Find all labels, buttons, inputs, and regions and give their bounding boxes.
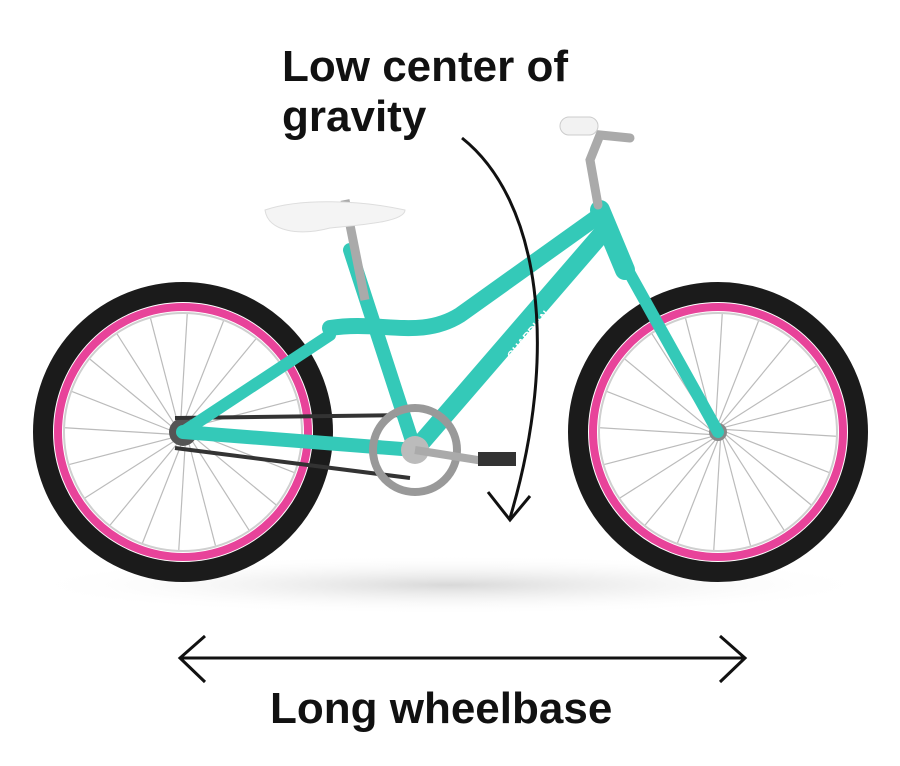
spoke xyxy=(179,314,188,425)
bike-frame xyxy=(176,200,724,459)
spoke xyxy=(65,427,176,436)
center-of-gravity-label: Low center of gravity xyxy=(282,42,569,141)
spoke xyxy=(725,434,812,506)
grip xyxy=(559,116,599,136)
spoke xyxy=(141,439,184,544)
spoke xyxy=(89,358,176,430)
spoke xyxy=(149,318,179,426)
spoke xyxy=(714,314,723,425)
spoke xyxy=(723,436,785,531)
chainring xyxy=(369,404,516,496)
front-wheel xyxy=(568,282,868,582)
spoke xyxy=(717,320,760,425)
spoke xyxy=(724,398,832,428)
spoke xyxy=(600,427,711,436)
spoke xyxy=(722,438,752,546)
spoke xyxy=(606,390,711,433)
handlebar xyxy=(585,130,635,210)
spoke xyxy=(84,437,179,499)
gravity-arrowhead xyxy=(486,491,532,523)
spoke xyxy=(190,434,277,506)
spoke xyxy=(109,439,181,526)
spoke xyxy=(725,431,830,474)
spoke xyxy=(182,320,225,425)
spoke xyxy=(69,436,177,466)
spoke xyxy=(713,439,722,550)
spoke xyxy=(722,365,817,427)
spoke xyxy=(185,338,257,425)
gravity-arrow xyxy=(461,136,539,519)
spoke xyxy=(725,428,836,437)
spoke xyxy=(604,436,712,466)
spoke xyxy=(624,358,711,430)
spoke xyxy=(116,333,178,428)
wheelbase-label: Long wheelbase xyxy=(270,684,613,733)
wheelbase-arrow xyxy=(177,634,748,684)
spoke xyxy=(619,437,714,499)
spoke xyxy=(720,338,792,425)
spoke xyxy=(187,438,217,546)
saddle xyxy=(264,201,406,233)
spoke xyxy=(178,439,187,550)
spoke xyxy=(676,439,719,544)
spoke xyxy=(644,439,716,526)
spoke xyxy=(71,390,176,433)
